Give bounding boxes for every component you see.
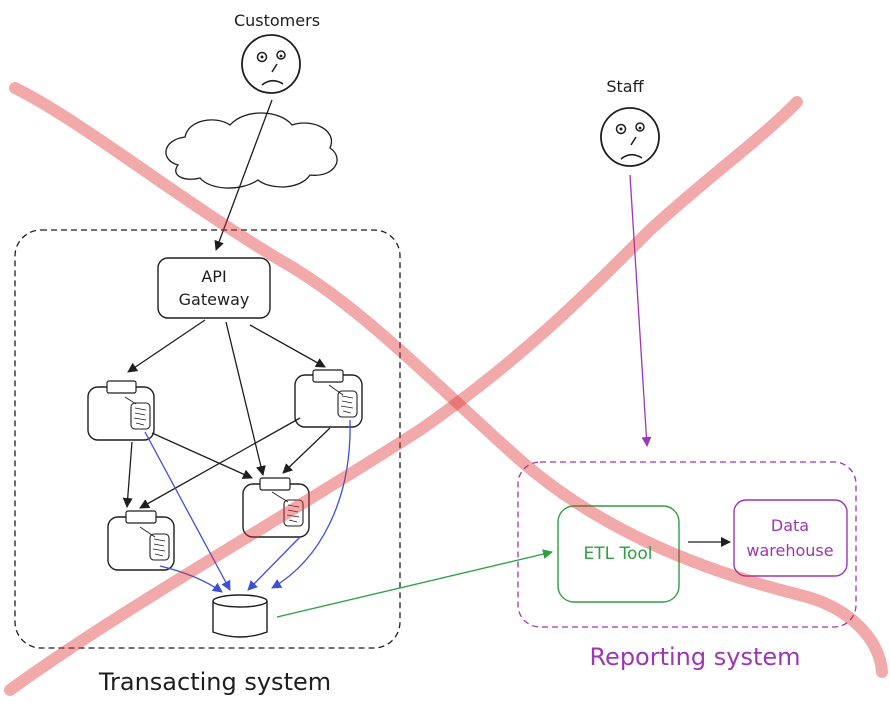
reporting-system-boundary bbox=[517, 461, 857, 628]
internet-cloud-icon bbox=[165, 112, 338, 189]
api-gateway-label-line1: API bbox=[201, 267, 226, 286]
arrow-left-to-db bbox=[144, 431, 231, 591]
arrow-staff-to-reporting bbox=[629, 174, 652, 447]
customers-sad-face-icon bbox=[241, 34, 301, 94]
etl-tool-box bbox=[557, 505, 680, 603]
data-warehouse-box bbox=[733, 499, 848, 577]
cross-stroke-2 bbox=[4, 96, 803, 696]
api-gateway-label-line2: Gateway bbox=[179, 290, 250, 309]
arrow-left-to-center bbox=[151, 432, 253, 479]
staff-label: Staff bbox=[606, 77, 644, 96]
arrow-gateway-to-left bbox=[127, 319, 206, 373]
arrow-db-to-etl bbox=[276, 549, 553, 618]
arrow-gateway-to-center bbox=[225, 321, 266, 476]
service-node-center bbox=[242, 477, 310, 538]
blue-arrows bbox=[144, 419, 351, 593]
data-warehouse-label-line1: Data bbox=[771, 516, 809, 535]
staff-sad-face-icon bbox=[600, 107, 660, 167]
arrow-right-to-db bbox=[271, 419, 351, 589]
database-cylinder-icon bbox=[212, 594, 268, 638]
arrow-right-to-center bbox=[282, 427, 331, 474]
red-cross-out bbox=[4, 82, 888, 696]
arrow-gateway-to-right bbox=[249, 324, 326, 368]
etl-tool-label: ETL Tool bbox=[583, 544, 652, 564]
arrow-bottom-left-to-db bbox=[159, 565, 223, 593]
service-node-right bbox=[294, 369, 363, 428]
data-warehouse-label-line2: warehouse bbox=[746, 541, 833, 560]
cross-stroke-1 bbox=[9, 82, 888, 678]
transacting-system-title: Transacting system bbox=[98, 668, 331, 696]
arrow-customers-to-gateway bbox=[214, 99, 273, 251]
reporting-system-title: Reporting system bbox=[589, 643, 800, 671]
black-arrows bbox=[122, 99, 731, 547]
service-node-left bbox=[87, 380, 155, 441]
arrow-left-to-bottom-left bbox=[122, 441, 133, 508]
customers-label: Customers bbox=[234, 11, 320, 30]
arrow-center-to-db bbox=[247, 536, 301, 591]
service-node-bottom-left bbox=[107, 510, 175, 571]
api-gateway-box bbox=[157, 257, 271, 319]
arrow-right-to-bottom-left bbox=[139, 417, 301, 509]
